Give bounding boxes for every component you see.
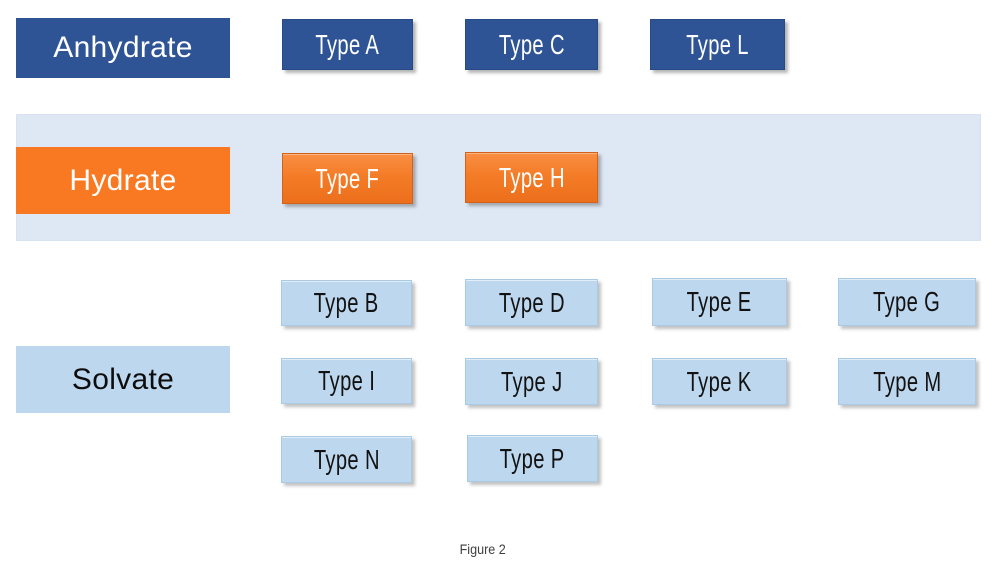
category-anhydrate-label: Anhydrate [53, 31, 193, 64]
type-box-j-label: Type J [500, 365, 563, 397]
figure-caption-text: Figure 2 [459, 541, 507, 557]
type-box-f-label: Type F [315, 162, 380, 194]
type-box-e: Type E [652, 278, 787, 326]
category-hydrate-label: Hydrate [69, 163, 177, 197]
type-box-e-label: Type E [687, 286, 752, 317]
type-box-a-label: Type A [315, 28, 380, 60]
category-anhydrate: Anhydrate [16, 18, 230, 78]
type-box-p-label: Type P [500, 442, 565, 474]
type-box-n: Type N [281, 436, 412, 483]
type-box-f: Type F [282, 153, 413, 204]
type-box-b: Type B [281, 280, 412, 326]
type-box-l-label: Type L [686, 28, 749, 60]
type-box-m: Type M [838, 358, 976, 405]
type-box-b-label: Type B [314, 287, 379, 318]
type-box-p: Type P [467, 435, 598, 482]
type-box-d: Type D [465, 279, 598, 326]
type-box-k-label: Type K [687, 365, 752, 397]
type-box-g-label: Type G [873, 286, 941, 317]
category-hydrate: Hydrate [16, 147, 230, 214]
type-box-h-label: Type H [498, 161, 565, 193]
type-box-l: Type L [650, 19, 785, 70]
type-box-c: Type C [465, 19, 598, 70]
type-box-c-label: Type C [498, 28, 565, 60]
type-box-a: Type A [282, 19, 413, 70]
type-box-k: Type K [652, 358, 787, 405]
type-box-g: Type G [838, 278, 976, 326]
type-box-m-label: Type M [872, 365, 942, 397]
type-box-j: Type J [465, 358, 598, 405]
category-solvate-label: Solvate [71, 362, 175, 396]
type-box-n-label: Type N [313, 443, 380, 475]
type-box-i: Type I [281, 358, 412, 404]
figure-caption: Figure 2 [0, 541, 966, 557]
type-box-d-label: Type D [498, 286, 565, 318]
type-box-i-label: Type I [317, 365, 376, 396]
type-box-h: Type H [465, 152, 598, 203]
category-solvate: Solvate [16, 346, 230, 413]
